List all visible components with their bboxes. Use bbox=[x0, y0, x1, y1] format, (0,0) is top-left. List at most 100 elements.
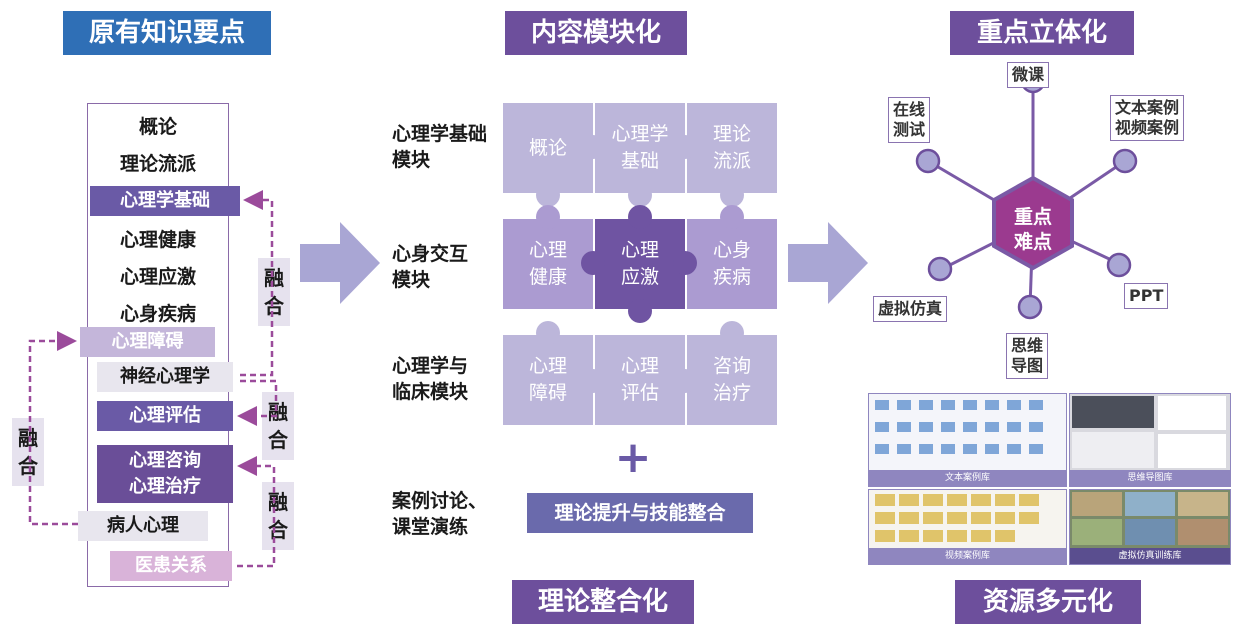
node-dot-online bbox=[915, 148, 941, 174]
fuse-char-1: 融 bbox=[268, 400, 288, 424]
module-label-line: 课堂演练 bbox=[392, 516, 469, 538]
hub-center-line: 重点 bbox=[1013, 206, 1052, 228]
tag-psych-disorder: 心理障碍 bbox=[80, 327, 215, 357]
puzzle-knob bbox=[581, 251, 605, 275]
puzzle-knob bbox=[673, 369, 697, 393]
piece-disorder: 心理障碍 bbox=[503, 335, 593, 425]
arrow-right-2 bbox=[788, 222, 868, 304]
node-dot-mindmap bbox=[1017, 294, 1043, 320]
thumb-mind-map: 思维导图库 bbox=[1069, 393, 1231, 487]
puzzle-knob bbox=[673, 251, 697, 275]
piece-line: 心理 bbox=[620, 355, 659, 377]
thumb-mindmap-light bbox=[1072, 432, 1154, 468]
fuse-tag-4: 融 合 bbox=[12, 418, 44, 486]
thumb-mindmap-white-2 bbox=[1158, 434, 1226, 468]
node-mind-map: 思维 导图 bbox=[1006, 333, 1049, 379]
fuse-char-2: 合 bbox=[18, 454, 38, 478]
piece-assessment: 心理评估 bbox=[595, 335, 685, 425]
puzzle-knob bbox=[581, 135, 605, 159]
piece-intro: 概论 bbox=[503, 103, 593, 193]
piece-stress: 心理应激 bbox=[595, 219, 685, 309]
tag-counseling-line1: 心理咨询 bbox=[129, 450, 201, 471]
thumb-scene bbox=[1178, 519, 1228, 545]
thumb-video-cases: 视频案例库 bbox=[868, 489, 1067, 565]
piece-line: 心理 bbox=[528, 355, 567, 377]
fuse-char-2: 合 bbox=[264, 294, 284, 318]
piece-health: 心理健康 bbox=[503, 219, 593, 309]
header-focus: 重点立体化 bbox=[950, 11, 1134, 55]
piece-psychosomatic: 心身疾病 bbox=[687, 219, 777, 309]
piece-line: 心理 bbox=[528, 239, 567, 261]
module-label-clinical: 心理学与 临床模块 bbox=[392, 353, 468, 405]
piece-line: 心身 bbox=[712, 239, 751, 261]
piece-line: 疾病 bbox=[712, 266, 751, 288]
thumb-scene bbox=[1178, 492, 1228, 516]
fuse-tag-2: 融 合 bbox=[262, 392, 294, 460]
tag-doctor-patient: 医患关系 bbox=[110, 551, 232, 581]
puzzle-knob bbox=[536, 183, 560, 207]
node-virtual-sim: 虚拟仿真 bbox=[873, 296, 948, 322]
piece-line: 健康 bbox=[528, 266, 567, 288]
thumb-video-tiles bbox=[875, 494, 1039, 542]
node-dot-virtual bbox=[927, 256, 953, 282]
piece-line: 应激 bbox=[620, 266, 659, 288]
item-intro: 概论 bbox=[138, 116, 177, 138]
puzzle-knob bbox=[536, 321, 560, 345]
module-label-line: 案例讨论、 bbox=[392, 490, 488, 512]
header-integrate: 理论整合化 bbox=[512, 580, 694, 624]
piece-line: 流派 bbox=[712, 150, 751, 172]
thumb-mindmap-dark bbox=[1072, 396, 1154, 428]
thumb-caption: 思维导图库 bbox=[1070, 470, 1230, 486]
connector-patient-disorder bbox=[28, 331, 78, 526]
node-line: 思维 bbox=[1011, 336, 1044, 355]
module-label-line: 模块 bbox=[392, 149, 431, 171]
tag-psych-basic: 心理学基础 bbox=[90, 186, 240, 216]
thumb-scene bbox=[1125, 519, 1175, 545]
tag-neuropsych: 神经心理学 bbox=[97, 362, 233, 392]
piece-line: 评估 bbox=[620, 382, 659, 404]
module-label-line: 心理学与 bbox=[392, 355, 469, 377]
piece-line: 咨询 bbox=[712, 355, 751, 377]
piece-line: 障碍 bbox=[528, 382, 567, 404]
thumb-scene bbox=[1072, 492, 1122, 516]
thumb-scene bbox=[1125, 492, 1175, 516]
fuse-char-1: 融 bbox=[264, 266, 284, 290]
plus-icon: + bbox=[614, 432, 652, 483]
header-original: 原有知识要点 bbox=[63, 11, 271, 55]
piece-schools: 理论流派 bbox=[687, 103, 777, 193]
module-label-basic: 心理学基础 模块 bbox=[392, 121, 487, 173]
module-label-line: 心身交互 bbox=[392, 243, 469, 265]
puzzle-knob bbox=[720, 205, 744, 229]
fuse-char-2: 合 bbox=[268, 518, 288, 542]
piece-line: 心理 bbox=[620, 239, 659, 261]
fuse-char-2: 合 bbox=[268, 428, 288, 452]
thumb-mindmap-white bbox=[1158, 396, 1226, 430]
piece-line: 治疗 bbox=[712, 382, 751, 404]
tag-counseling: 心理咨询 心理治疗 bbox=[97, 445, 233, 503]
thumb-caption: 文本案例库 bbox=[869, 470, 1066, 486]
node-line: 测试 bbox=[893, 120, 926, 139]
thumb-virtual-sim: 虚拟仿真训练库 bbox=[1069, 489, 1231, 565]
node-line: 视频案例 bbox=[1115, 118, 1180, 137]
module-label-interaction: 心身交互 模块 bbox=[392, 241, 468, 293]
node-line: 导图 bbox=[1011, 356, 1044, 375]
item-psychosomatic: 心身疾病 bbox=[119, 303, 196, 325]
tag-patient-psych: 病人心理 bbox=[78, 511, 208, 541]
integration-box: 理论提升与技能整合 bbox=[527, 493, 753, 533]
node-case-library: 文本案例 视频案例 bbox=[1110, 95, 1185, 141]
node-line: 在线 bbox=[893, 100, 926, 119]
connector-doctor-counsel bbox=[237, 456, 276, 568]
hub-center-line: 难点 bbox=[1013, 231, 1052, 253]
connector-neuro-basic bbox=[240, 190, 274, 377]
arrow-right-1 bbox=[300, 222, 380, 304]
piece-line: 理论 bbox=[712, 123, 751, 145]
hub-center-label: 重点 难点 bbox=[993, 205, 1073, 255]
header-resources: 资源多元化 bbox=[955, 580, 1141, 624]
puzzle-knob bbox=[628, 205, 652, 229]
fuse-char-1: 融 bbox=[18, 426, 38, 450]
puzzle-knob bbox=[581, 369, 605, 393]
thumb-caption: 虚拟仿真训练库 bbox=[1070, 548, 1230, 564]
tag-counseling-line2: 心理治疗 bbox=[129, 476, 201, 497]
hub-hexagon bbox=[992, 175, 1074, 271]
node-online-test: 在线 测试 bbox=[888, 97, 931, 143]
